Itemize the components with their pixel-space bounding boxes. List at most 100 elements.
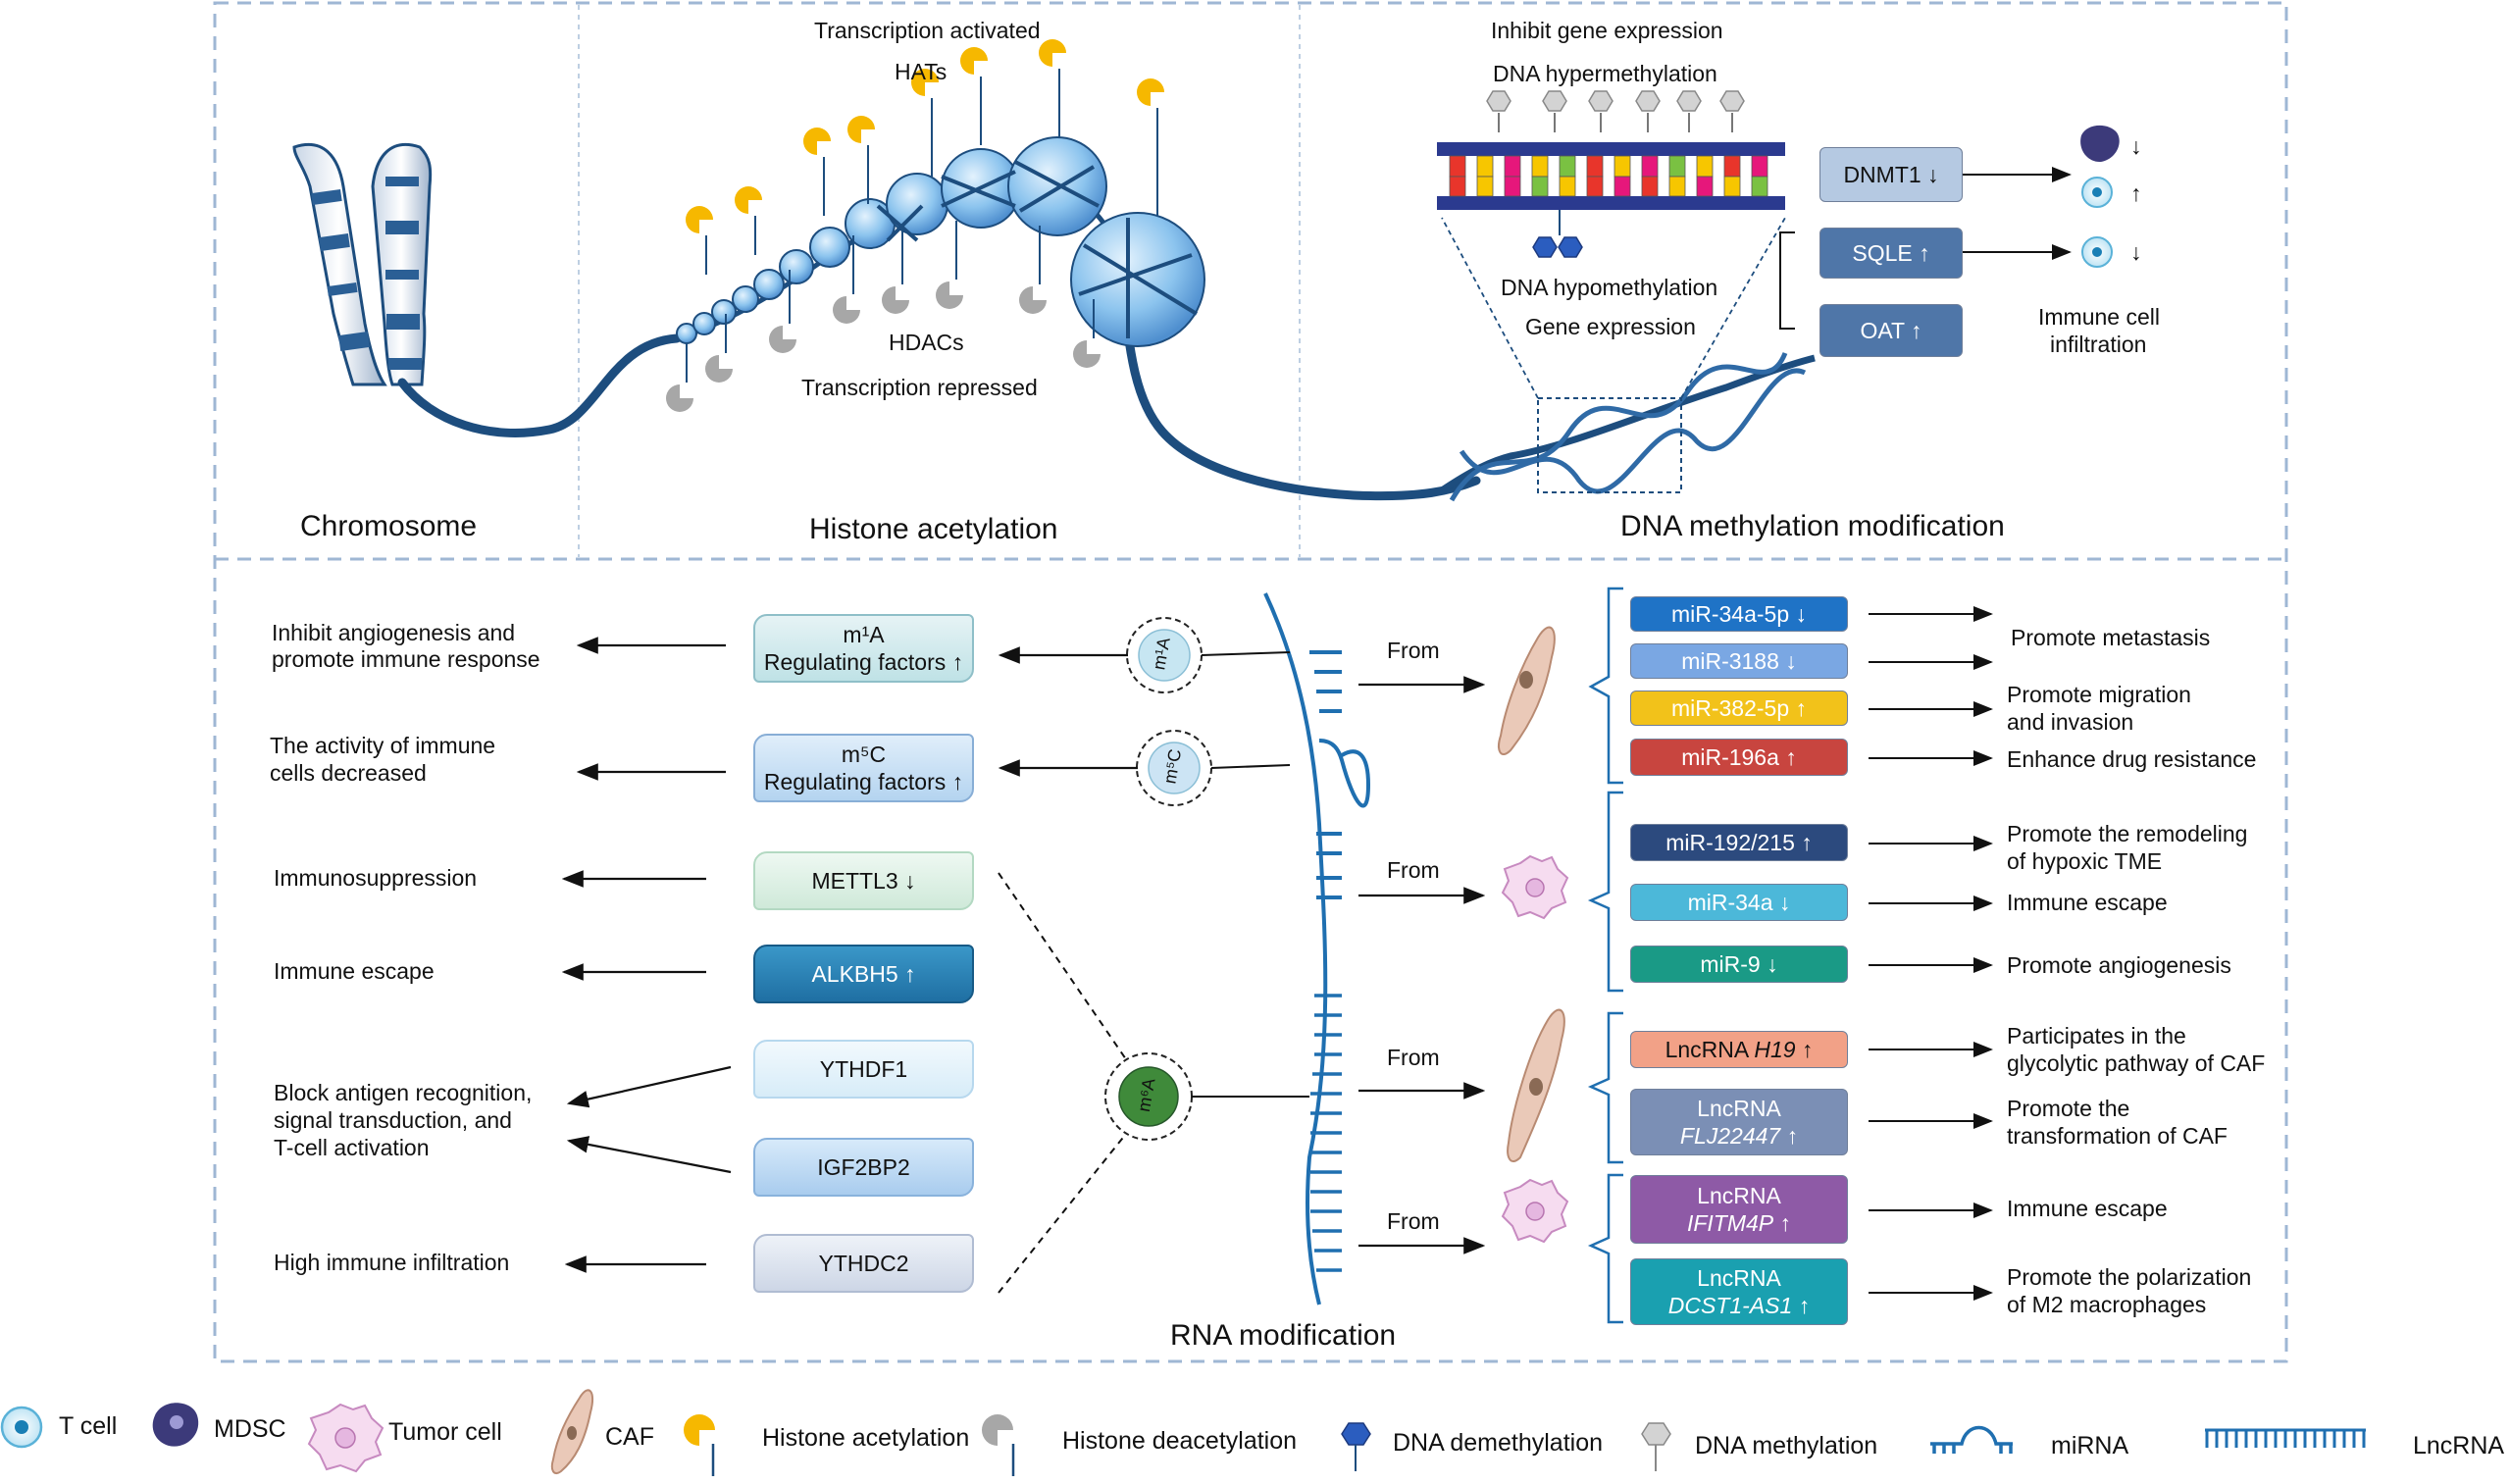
dna-gene-arrows	[1779, 167, 2072, 330]
legend-dna-demethylation: DNA demethylation	[1393, 1429, 1604, 1457]
caf-cell-1	[1498, 626, 1556, 755]
ladder-rung-bottom	[1586, 176, 1604, 197]
legend-lncrna-icon	[2205, 1428, 2366, 1448]
panel-dividers	[578, 5, 1301, 557]
ladder-rung-bottom	[1531, 176, 1549, 197]
from-label-3: From	[1387, 1045, 1440, 1070]
mettl3-effect: Immunosuppression	[274, 865, 478, 891]
legend-mirna-icon	[1930, 1425, 2013, 1454]
ladder-rung-bottom	[1614, 176, 1631, 197]
gene-box-oat: OAT ↑	[1819, 304, 1963, 357]
tumor-cell-1	[1501, 854, 1569, 920]
m1a-effect-line-2: promote immune response	[272, 646, 540, 672]
legend-icons	[0, 1389, 2366, 1476]
lnc-box-dcst1: LncRNA DCST1-AS1 ↑	[1630, 1258, 1848, 1325]
m5c-box-line-1: m⁵C	[841, 742, 887, 767]
zoom-region	[1537, 397, 1682, 493]
m5c-effect-line-2: cells decreased	[270, 760, 427, 786]
legend-tcell-icon	[0, 1406, 43, 1449]
ladder-rung-top	[1751, 155, 1768, 178]
dna-top-label-2: DNA hypermethylation	[1493, 61, 1717, 86]
legend-demethylation-icon	[1341, 1422, 1371, 1471]
lnc-dcst-name: DCST1-AS1	[1667, 1293, 1793, 1318]
ladder-rung-bottom	[1504, 176, 1521, 197]
dna-cell-icons	[2080, 125, 2120, 268]
effect-glycolytic-line-1: Participates in the	[2007, 1023, 2186, 1049]
caf-cell-2	[1507, 1008, 1565, 1162]
lnc-dcst-arrow: ↑	[1792, 1293, 1811, 1318]
legend-hat-icon	[684, 1414, 715, 1476]
legend-caf: CAF	[605, 1423, 654, 1451]
m1a-badge-graphic	[1126, 617, 1203, 693]
effect-m2-line-2: of M2 macrophages	[2007, 1292, 2207, 1317]
effect-m2-line-1: Promote the polarization	[2007, 1264, 2252, 1290]
effect-hypoxic-line-2: of hypoxic TME	[2007, 848, 2163, 874]
legend-mdsc-icon	[152, 1403, 199, 1447]
lnc-ifitm-line-1: LncRNA	[1697, 1183, 1781, 1208]
mirna-box-mir382: miR-382-5p ↑	[1630, 691, 1848, 726]
lnc-h19-name: H19	[1754, 1037, 1796, 1062]
m1a-box-line-2: Regulating factors ↑	[763, 649, 964, 675]
rna-backbone	[1263, 592, 1328, 1305]
m5c-box-line-2: Regulating factors ↑	[763, 769, 964, 794]
ladder-rung-top	[1531, 155, 1549, 178]
lnc-ifitm-arrow: ↑	[1773, 1210, 1792, 1236]
lnc-box-ifitm4p: LncRNA IFITM4P ↑	[1630, 1175, 1848, 1244]
lnc-ifitm-name: IFITM4P	[1686, 1210, 1774, 1236]
panel-title-dna: DNA methylation modification	[1620, 510, 2005, 542]
hat-markers	[686, 39, 1164, 275]
tcell-change-arrow-1: ↑	[2130, 180, 2142, 206]
chromosome-illustration	[292, 142, 682, 437]
legend-mirna: miRNA	[2051, 1432, 2129, 1459]
ythdf1-effect-line-2: signal transduction, and	[274, 1107, 512, 1133]
mirna-box-mir9: miR-9 ↓	[1630, 946, 1848, 983]
from-label-4: From	[1387, 1208, 1440, 1234]
badge-connectors	[998, 651, 1309, 1294]
effect-immune-escape-ifitm: Immune escape	[2007, 1196, 2168, 1221]
effect-angiogenesis: Promote angiogenesis	[2007, 952, 2231, 978]
effect-drug-resistance: Enhance drug resistance	[2007, 746, 2257, 772]
ladder-rung-top	[1668, 155, 1686, 178]
panel-title-rna: RNA modification	[1170, 1319, 1397, 1352]
legend-dna-methylation: DNA methylation	[1695, 1432, 1878, 1459]
ythdf1-box: YTHDF1	[753, 1040, 974, 1099]
dna-bot-label-1: DNA hypomethylation	[1501, 275, 1718, 300]
effect-hypoxic-line-1: Promote the remodeling	[2007, 821, 2248, 846]
histone-top-label-2: HATs	[895, 59, 948, 84]
ladder-rung-top	[1559, 155, 1576, 178]
infiltration-label-2: infiltration	[2050, 332, 2147, 357]
infiltration-label-1: Immune cell	[2038, 304, 2160, 330]
panel-title-chromosome: Chromosome	[300, 510, 478, 542]
ladder-rung-bottom	[1751, 176, 1768, 197]
m5c-effect-line-1: The activity of immune	[270, 733, 496, 758]
mettl3-box: METTL3 ↓	[753, 851, 974, 910]
effect-migration-line-2: and invasion	[2007, 709, 2134, 735]
lnc-h19-arrow: ↑	[1795, 1037, 1814, 1062]
effect-migration-line-1: Promote migration	[2007, 682, 2191, 707]
legend-tumor-cell: Tumor cell	[388, 1418, 502, 1446]
mirna-box-mir192: miR-192/215 ↑	[1630, 824, 1848, 861]
histone-bot-label-2: Transcription repressed	[801, 375, 1038, 400]
from-label-1: From	[1387, 638, 1440, 663]
effect-immune-escape-mir34a: Immune escape	[2007, 890, 2168, 915]
blue-brackets	[1587, 587, 1623, 1324]
from-label-2: From	[1387, 857, 1440, 883]
legend-tcell: T cell	[59, 1412, 118, 1440]
ladder-rung-top	[1449, 155, 1466, 178]
ladder-rung-bottom	[1559, 176, 1576, 197]
dna-bot-label-2: Gene expression	[1525, 314, 1696, 339]
ythdc2-effect: High immune infiltration	[274, 1250, 510, 1275]
mirna-symbol-2	[1316, 832, 1342, 899]
ladder-rung-bottom	[1723, 176, 1741, 197]
effect-arrows	[1869, 606, 1993, 1301]
zoom-lines	[1441, 217, 1786, 399]
histone-fiber	[666, 39, 1481, 501]
ladder-rung-top	[1614, 155, 1631, 178]
ladder-rung-top	[1696, 155, 1714, 178]
lnc-box-flj22447: LncRNA FLJ22447 ↑	[1630, 1089, 1848, 1155]
ladder-rung-top	[1476, 155, 1494, 178]
legend-methylation-icon	[1641, 1422, 1671, 1471]
dashed-frames	[213, 1, 2288, 1363]
